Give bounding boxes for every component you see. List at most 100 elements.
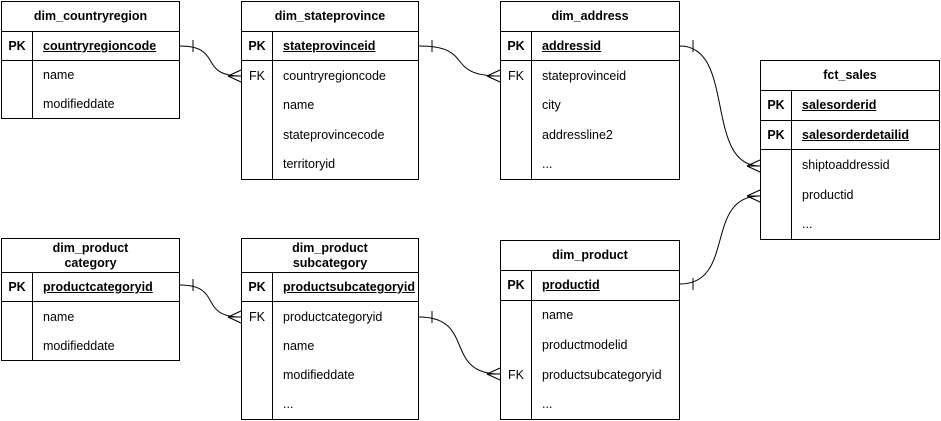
key-cell: [2, 60, 33, 90]
key-cell: PK: [761, 120, 792, 150]
table-row-countryregioncode: FK countryregioncode: [242, 61, 418, 91]
table-title: dim_address: [501, 2, 679, 32]
table-row-: ...: [761, 209, 939, 239]
key-cell: [2, 302, 33, 331]
field-name: countryregioncode: [43, 38, 157, 53]
field-name: modifieddate: [283, 368, 355, 383]
table-row-modifieddate: modifieddate: [2, 331, 179, 360]
table-row-name: name: [242, 331, 418, 361]
table-row-name: name: [2, 302, 179, 331]
crows-foot-many-icon: [227, 310, 242, 324]
key-cell: [501, 90, 532, 121]
field-name: countryregioncode: [283, 69, 386, 84]
relationship-line: [179, 284, 242, 318]
relationship-line: [179, 45, 242, 77]
field-name: productid: [542, 278, 600, 293]
field-name: ...: [542, 397, 553, 412]
field-name: stateprovinceid: [542, 69, 627, 84]
table-row-addressline2: addressline2: [501, 120, 679, 150]
crows-foot-many-icon: [486, 69, 501, 83]
field-name: productid: [802, 187, 854, 202]
key-cell: [242, 90, 273, 121]
key-cell: [501, 389, 532, 419]
key-cell: [2, 331, 33, 360]
relationship-line: [418, 45, 501, 77]
table-row-: ...: [501, 389, 679, 419]
key-cell: FK: [501, 359, 532, 390]
table-row-name: name: [501, 300, 679, 331]
field-name: stateprovincecode: [283, 127, 385, 142]
table-row-productcategoryid: FK productcategoryid: [242, 302, 418, 332]
key-cell: FK: [242, 61, 273, 91]
key-cell: [501, 120, 532, 150]
relationship-line: [679, 195, 761, 285]
field-name: ...: [283, 397, 294, 412]
table-row-name: name: [242, 90, 418, 121]
table-row-productsubcategoryid: FK productsubcategoryid: [501, 359, 679, 390]
key-cell: [501, 149, 532, 179]
crows-foot-many-icon: [486, 367, 501, 381]
table-row-stateprovincecode: stateprovincecode: [242, 120, 418, 150]
connector-subcategory-to-product: [418, 311, 501, 381]
field-name: modifieddate: [43, 96, 115, 111]
table-title: dim_product subcategory: [242, 239, 418, 273]
table-row-productid: productid: [761, 179, 939, 210]
key-cell: PK: [242, 32, 273, 61]
table-row-productcategoryid: PK productcategoryid: [2, 273, 179, 302]
key-cell: [761, 209, 792, 239]
relationship-line: [679, 45, 761, 167]
key-cell: PK: [501, 32, 532, 61]
table-row-: ...: [242, 389, 418, 419]
key-cell: [501, 300, 532, 331]
key-cell: [761, 179, 792, 210]
key-cell: PK: [501, 271, 532, 300]
key-cell: FK: [242, 302, 273, 332]
table-row-shiptoaddressid: shiptoaddressid: [761, 150, 939, 180]
table-row-productsubcategoryid: PK productsubcategoryid: [242, 273, 418, 303]
field-name: name: [43, 309, 75, 324]
field-name: productmodelid: [542, 337, 628, 352]
table-title: dim_product category: [2, 239, 179, 273]
key-cell: [242, 360, 273, 390]
table-row-productid: PK productid: [501, 271, 679, 301]
key-cell: [2, 89, 33, 118]
table-row-: ...: [501, 149, 679, 179]
table-row-territoryid: territoryid: [242, 149, 418, 179]
connector-address-to-fct-sales: [679, 40, 761, 173]
crows-foot-many-icon: [746, 159, 761, 173]
field-name: productcategoryid: [43, 280, 153, 294]
key-cell: [501, 330, 532, 360]
table-row-name: name: [2, 60, 179, 90]
field-name: ...: [542, 157, 553, 172]
field-name: productcategoryid: [283, 309, 383, 324]
field-name: modifieddate: [43, 338, 115, 353]
table-row-stateprovinceid: FK stateprovinceid: [501, 61, 679, 91]
connector-product-to-fct-sales: [679, 189, 761, 290]
field-name: salesorderid: [802, 98, 877, 113]
table-title: dim_product: [501, 241, 679, 271]
field-name: productsubcategoryid: [542, 367, 662, 382]
key-cell: [242, 389, 273, 419]
field-name: addressline2: [542, 127, 613, 142]
crows-foot-many-icon: [746, 189, 761, 203]
field-name: territoryid: [283, 157, 336, 172]
key-cell: PK: [2, 273, 33, 301]
connector-stateprovince-to-address: [418, 40, 501, 83]
table-row-city: city: [501, 90, 679, 121]
key-cell: PK: [242, 273, 273, 302]
field-name: productsubcategoryid: [283, 280, 415, 295]
key-cell: FK: [501, 61, 532, 91]
key-cell: [242, 149, 273, 179]
field-name: name: [43, 67, 75, 82]
